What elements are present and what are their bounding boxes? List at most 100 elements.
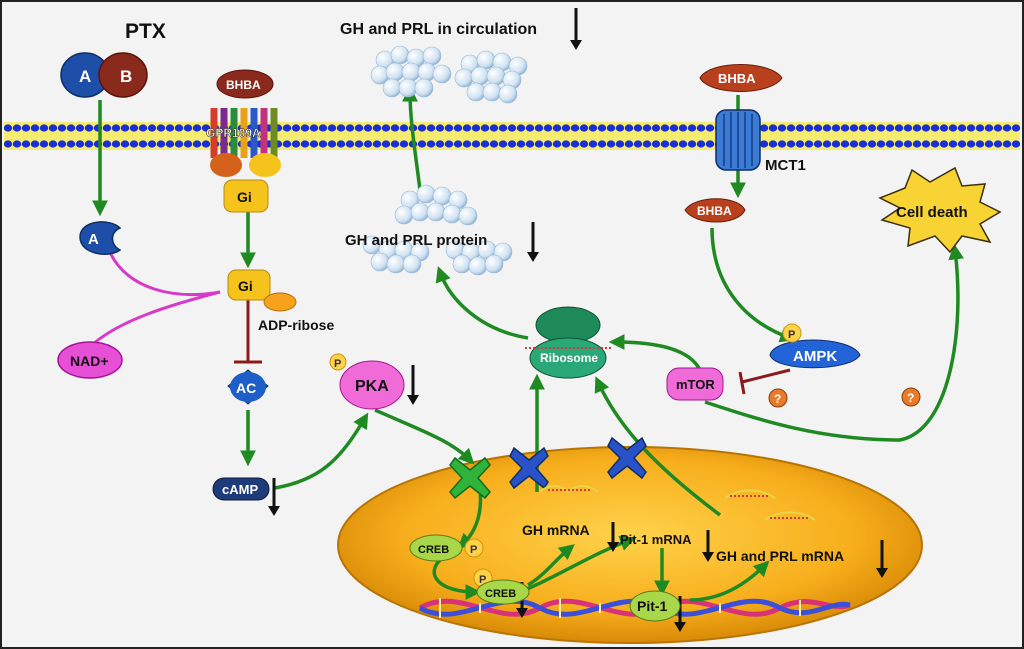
phospholipid-head [399,124,409,132]
arrow-mtor-to-cell-death [704,243,964,442]
phospholipid-head [912,124,922,132]
phospholipid-head [327,140,337,148]
phospholipid-head [777,124,787,132]
pit1-mrna-label: Pit-1 mRNA [620,532,692,547]
phospholipid-head [192,140,202,148]
phospholipid-head [3,140,13,148]
phospholipid-head [48,140,58,148]
phospholipid-head [399,140,409,148]
phospholipid-head [336,124,346,132]
arrow-ribosome-to-protein [435,266,529,340]
phospholipid-head [183,124,193,132]
phospholipid-head [507,140,517,148]
arrow-pit1mrna-to-ribosome [594,376,722,517]
bhba-inside: BHBA [684,198,746,223]
phospholipid-head [75,124,85,132]
phospholipid-head [129,140,139,148]
phospholipid-head [561,140,571,148]
phospholipid-head [165,140,175,148]
phospholipid-head [12,124,22,132]
decrease-protein [527,222,539,262]
phospholipid-head [282,140,292,148]
pit1-node: Pit-1 [629,590,681,622]
phospholipid-head [309,140,319,148]
phospholipid-head [660,124,670,132]
ribosome: Ribosome [525,306,612,379]
creb-label: CREB [418,544,449,556]
phospholipid-head [147,124,157,132]
unknown-mechanism-1: ? [768,388,788,408]
phospholipid-head [822,140,832,148]
phospholipid-head [381,124,391,132]
phospholipid-head [471,140,481,148]
phospholipid-head [480,140,490,148]
phospholipid-head [930,140,940,148]
phospholipid-head [948,124,958,132]
ribosylation-lines [91,247,221,347]
gi-membrane-label: Gi [237,189,252,205]
phospholipid-head [120,140,130,148]
phospholipid-head [831,124,841,132]
nuclear-pore-pit1 [607,436,647,480]
phospholipid-head [102,124,112,132]
phospholipid-head [30,124,40,132]
decrease-pka [407,365,419,405]
phospholipid-head [381,140,391,148]
phospholipid-head [534,124,544,132]
nad-label: NAD+ [70,353,109,369]
ptx-toxin: A B [60,52,148,98]
subunit-a-label: A [79,67,91,86]
phospholipid-head [30,140,40,148]
decrease-gh-prl-mrna [876,540,888,578]
phospholipid-head [588,124,598,132]
phospholipid-head [894,140,904,148]
phospholipid-head [129,124,139,132]
phospholipid-head [489,140,499,148]
phospholipid-head [1011,124,1021,132]
phospholipid-head [822,124,832,132]
mtor-label: mTOR [676,377,715,392]
phospholipid-head [642,140,652,148]
phospholipid-head [165,124,175,132]
phospholipid-head [498,140,508,148]
phospholipid-head [390,140,400,148]
phospholipid-head [39,140,49,148]
phospholipid-head [759,124,769,132]
phospholipid-head [606,140,616,148]
phospholipid-head [921,124,931,132]
phospholipid-head [84,140,94,148]
phospholipid-head [120,124,130,132]
pka-phospho-label: P [334,358,341,370]
phospholipid-head [354,124,364,132]
phospholipid-head [111,124,121,132]
phospholipid-head [570,124,580,132]
phospholipid-head [480,124,490,132]
phospholipid-head [525,140,535,148]
phospholipid-head [201,140,211,148]
phospholipid-head [957,140,967,148]
phospholipid-head [624,124,634,132]
phospholipid-head [669,140,679,148]
phospholipid-head [354,140,364,148]
phospholipid-head [993,140,1003,148]
phospholipid-head [201,124,211,132]
phospholipid-head [696,140,706,148]
phospholipid-head [795,124,805,132]
phospholipid-head [138,124,148,132]
phospholipid-head [318,140,328,148]
phospholipid-head [435,124,445,132]
gi-cytosol-label: Gi [238,278,253,294]
phospholipid-head [957,124,967,132]
phospholipid-head [831,140,841,148]
phospholipid-head [579,124,589,132]
ampk-node: P AMPK [769,323,861,369]
circulation-label: GH and PRL in circulation [340,21,537,38]
cell-membrane [3,122,1021,150]
pka-node: P PKA [329,353,405,410]
phospholipid-head [903,124,913,132]
protein-label: GH and PRL protein [345,232,487,249]
phospholipid-head [579,140,589,148]
unknown-1-label: ? [774,392,781,406]
decrease-pit1-mrna [702,530,714,562]
phospholipid-head [939,140,949,148]
